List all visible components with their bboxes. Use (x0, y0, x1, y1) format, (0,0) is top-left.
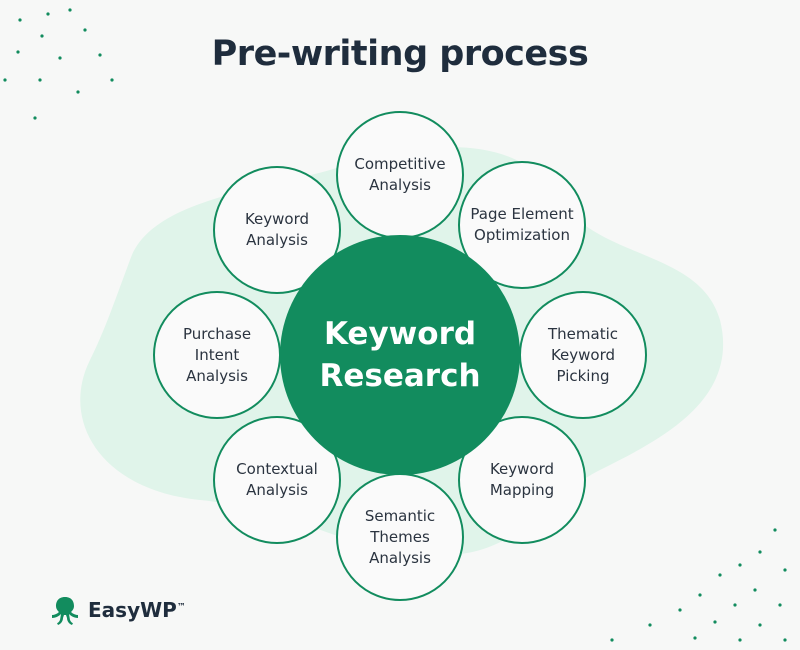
node-semantic-themes-analysis: Semantic Themes Analysis (336, 473, 464, 601)
dot-pattern-bottom-right (610, 528, 787, 642)
octopus-icon (52, 597, 78, 625)
trademark: ™ (176, 602, 186, 613)
center-line-1: Keyword (323, 316, 477, 352)
center-line-2: Research (319, 358, 481, 394)
brand-logo: EasyWP™ (50, 595, 186, 625)
node-thematic-keyword-picking: Thematic Keyword Picking (519, 291, 647, 419)
brand-name: EasyWP™ (88, 598, 186, 622)
page-title: Pre-writing process (211, 34, 589, 74)
node-competitive-analysis: Competitive Analysis (336, 111, 464, 239)
dot-pattern-top-left (3, 8, 114, 120)
brand-name-text: EasyWP (88, 598, 177, 622)
node-purchase-intent-analysis: Purchase Intent Analysis (153, 291, 281, 419)
